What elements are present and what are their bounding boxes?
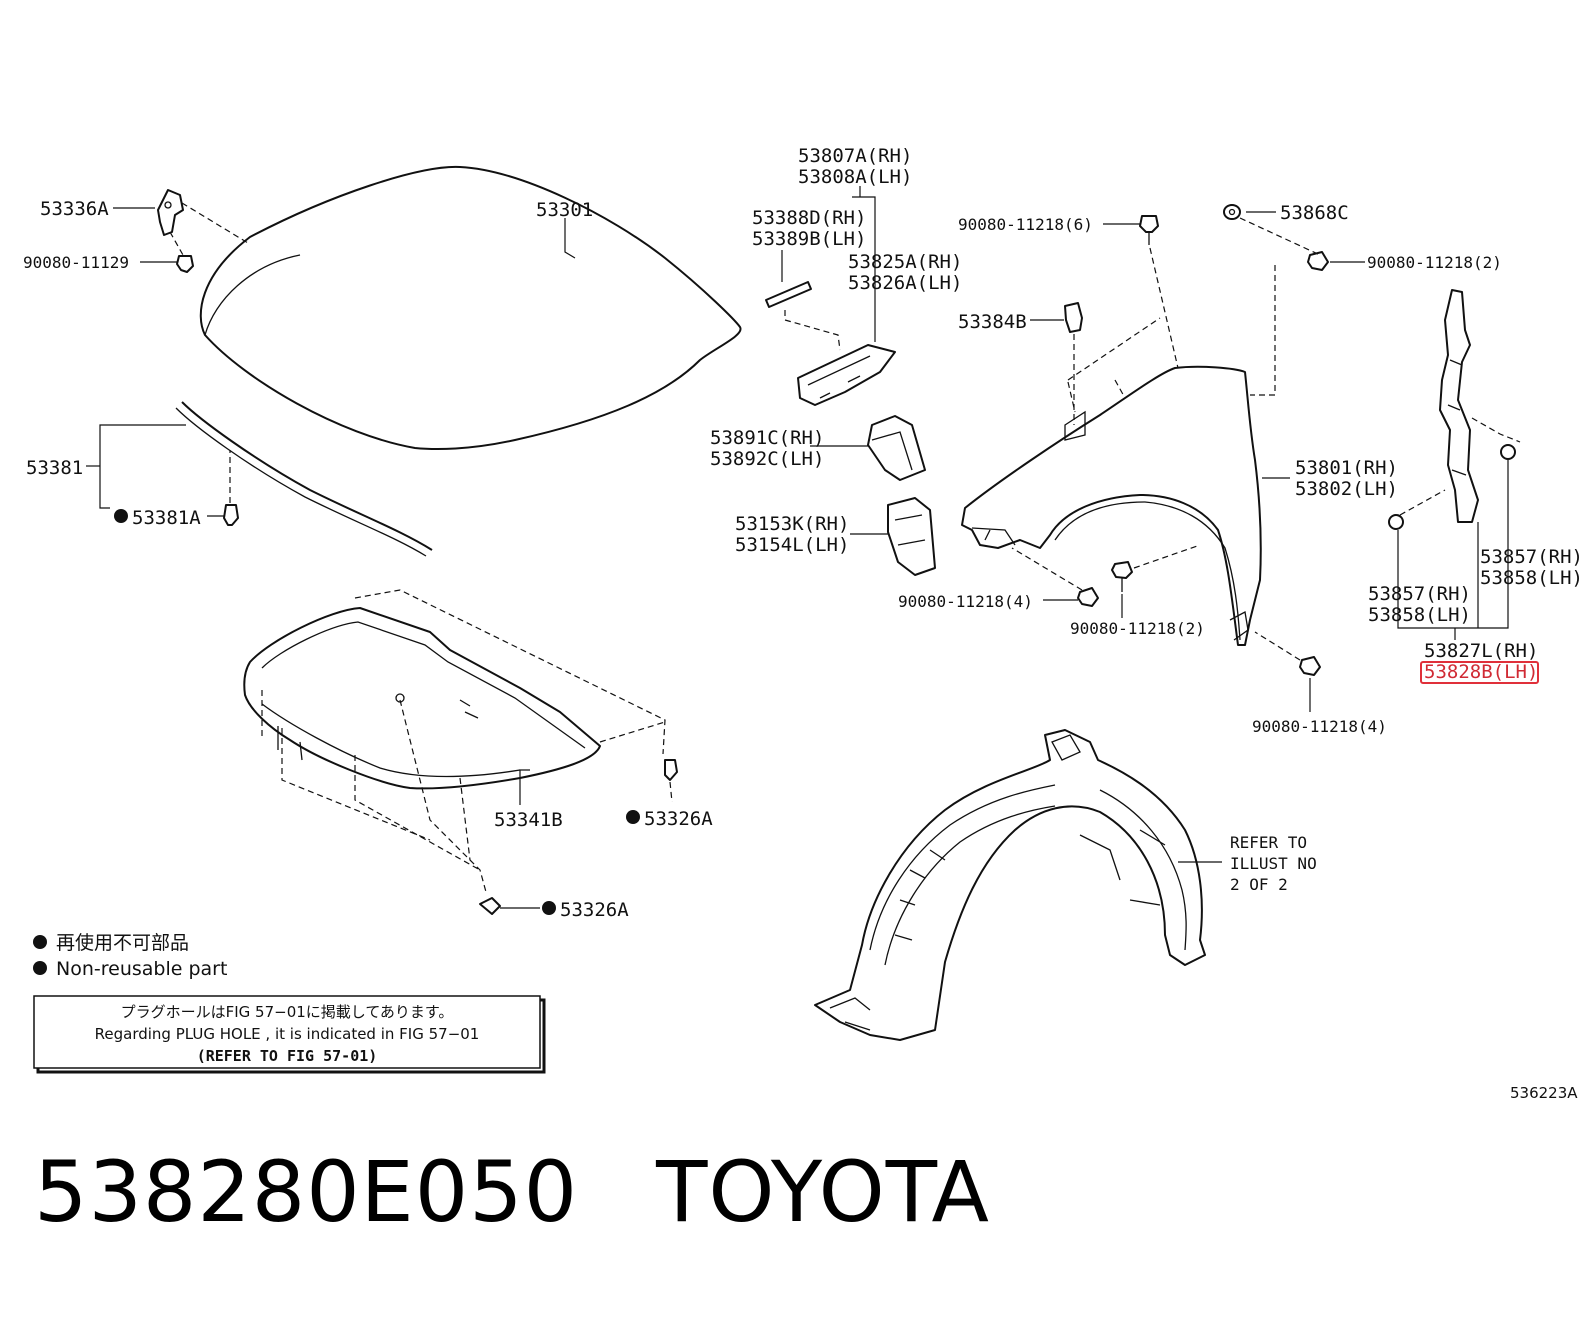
label-53827L: 53827L(RH) [1424,640,1538,662]
label-53389B: 53389B(LH) [752,228,866,250]
label-53825A: 53825A(RH) [848,251,962,273]
label-53857-left: 53857(RH) [1368,583,1471,605]
legend-en: Non-reusable part [56,958,227,980]
label-53826A: 53826A(LH) [848,272,962,294]
refer-line-3: 2 OF 2 [1230,875,1288,894]
label-90080-11218-4-right: 90080-11218(4) [1252,717,1387,736]
clip-53326A-upper [664,759,678,781]
label-53336A: 53336A [40,198,109,220]
seal-53891C [867,415,926,481]
clip-53326A-lower [479,897,501,915]
label-90080-11218-2-upper: 90080-11218(2) [1367,253,1502,272]
label-53858-left: 53858(LH) [1368,604,1471,626]
bolt-90080-11218-4-right [1299,656,1321,676]
label-53892C: 53892C(LH) [710,448,824,470]
label-53153K: 53153K(RH) [735,513,849,535]
washer-53868C [1223,204,1241,220]
note-line-refer: (REFER TO FIG 57-01) [197,1047,378,1065]
note-line-jp: プラグホールはFIG 57−01に掲載してあります。 [121,1003,454,1021]
label-53326A-lower: 53326A [560,899,629,921]
bolt-90080-11218-6 [1139,215,1159,245]
label-53301: 53301 [536,199,593,221]
bolt-90080-11218-2-middle [1111,561,1133,592]
bolt-90080-11218-2-upper [1307,251,1329,271]
fender-seal-53827L [1439,289,1479,523]
hood-seal [175,401,433,557]
label-53802: 53802(LH) [1295,478,1398,500]
non-reusable-dot [626,810,640,824]
non-reusable-dot [542,901,556,915]
refer-line-2: ILLUST NO [1230,854,1317,873]
legend-dot-jp [33,935,47,949]
bolt-90080-11218-4-left [1077,587,1099,607]
label-90080-11218-4-left: 90080-11218(4) [898,592,1033,611]
seal-53153K [887,497,936,576]
front-fender [961,365,1262,646]
washer-53857-right [1500,444,1516,460]
label-53808A: 53808A(LH) [798,166,912,188]
bumper-stop-53384B [1064,302,1083,333]
washer-53857-left [1388,514,1404,530]
brand-name: TOYOTA [656,1143,990,1241]
clip-53381A [223,504,239,526]
label-53807A: 53807A(RH) [798,145,912,167]
part-number: 538280E050 [34,1143,579,1241]
label-53381: 53381 [26,457,83,479]
label-53381A: 53381A [132,507,201,529]
label-53828B-highlighted: 53828B(LH) [1424,661,1538,683]
legend-jp: 再使用不可部品 [56,932,189,954]
label-53858-right: 53858(LH) [1480,567,1583,589]
label-53384B: 53384B [958,311,1027,333]
label-90080-11218-6: 90080-11218(6) [958,215,1093,234]
bolt-90080-11129 [176,255,194,273]
refer-line-1: REFER TO [1230,833,1307,852]
label-53868C: 53868C [1280,202,1349,224]
label-90080-11218-2-middle: 90080-11218(2) [1070,619,1205,638]
label-53388D: 53388D(RH) [752,207,866,229]
note-box: プラグホールはFIG 57−01に掲載してあります。 Regarding PLU… [33,995,546,1074]
bracket-53825A [797,344,896,406]
label-53341B: 53341B [494,809,563,831]
label-53154L: 53154L(LH) [735,534,849,556]
illustration-code: 536223A [1510,1084,1578,1102]
hood-hinge [157,189,184,236]
note-line-en: Regarding PLUG HOLE , it is indicated in… [95,1025,480,1043]
non-reusable-dot [114,509,128,523]
label-90080-11129: 90080-11129 [23,253,129,272]
label-53326A-upper: 53326A [644,808,713,830]
label-53891C: 53891C(RH) [710,427,824,449]
highlight-box [1420,661,1539,684]
hood-panel [199,165,742,451]
legend-dot-en [33,961,47,975]
label-53801: 53801(RH) [1295,457,1398,479]
seal-53388D [765,281,812,308]
engine-under-cover [243,607,601,790]
label-53857-right: 53857(RH) [1480,546,1583,568]
fender-liner [814,729,1206,1041]
